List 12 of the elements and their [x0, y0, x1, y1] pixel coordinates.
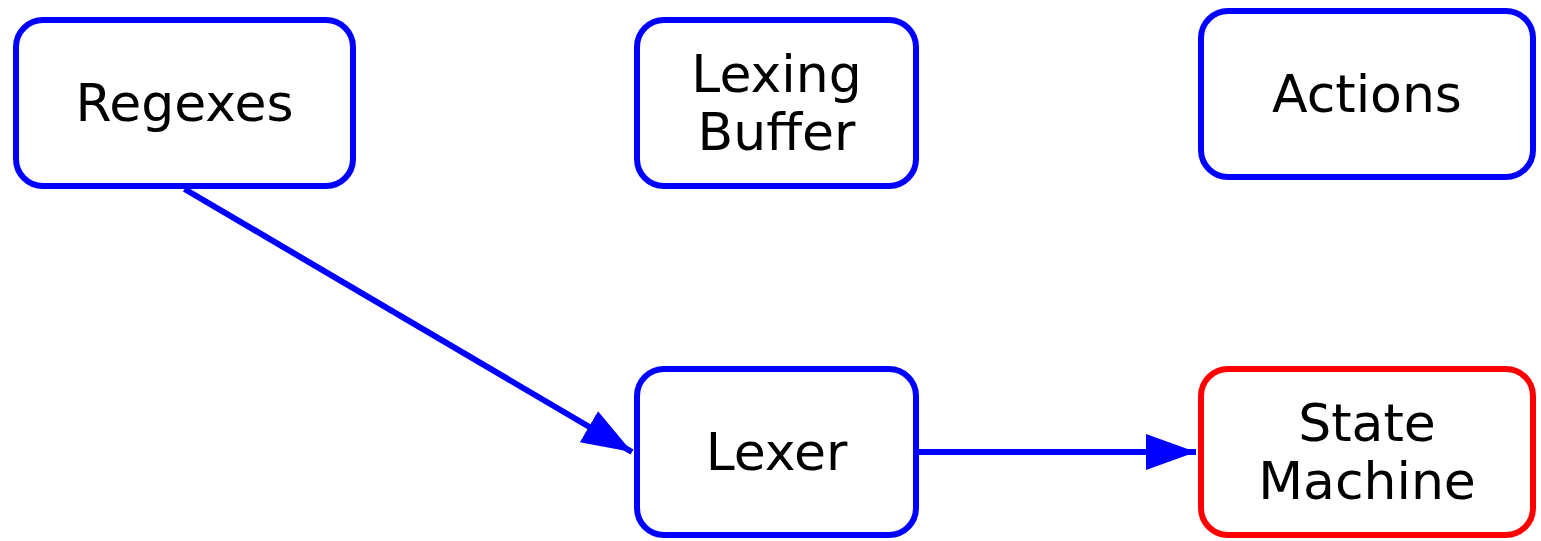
process-box — [634, 17, 919, 189]
process-box — [1198, 366, 1536, 538]
box-label: Regexes — [74, 73, 295, 133]
box-label: Actions — [1271, 64, 1463, 124]
process-box — [1198, 8, 1536, 180]
box-label: State Machine — [1257, 393, 1477, 511]
process-box — [13, 17, 356, 189]
box-label: Lexing Buffer — [690, 44, 863, 162]
box-label: Lexer — [704, 422, 849, 482]
arrow — [919, 434, 1196, 470]
arrow — [182, 186, 634, 455]
process-box — [634, 366, 919, 538]
